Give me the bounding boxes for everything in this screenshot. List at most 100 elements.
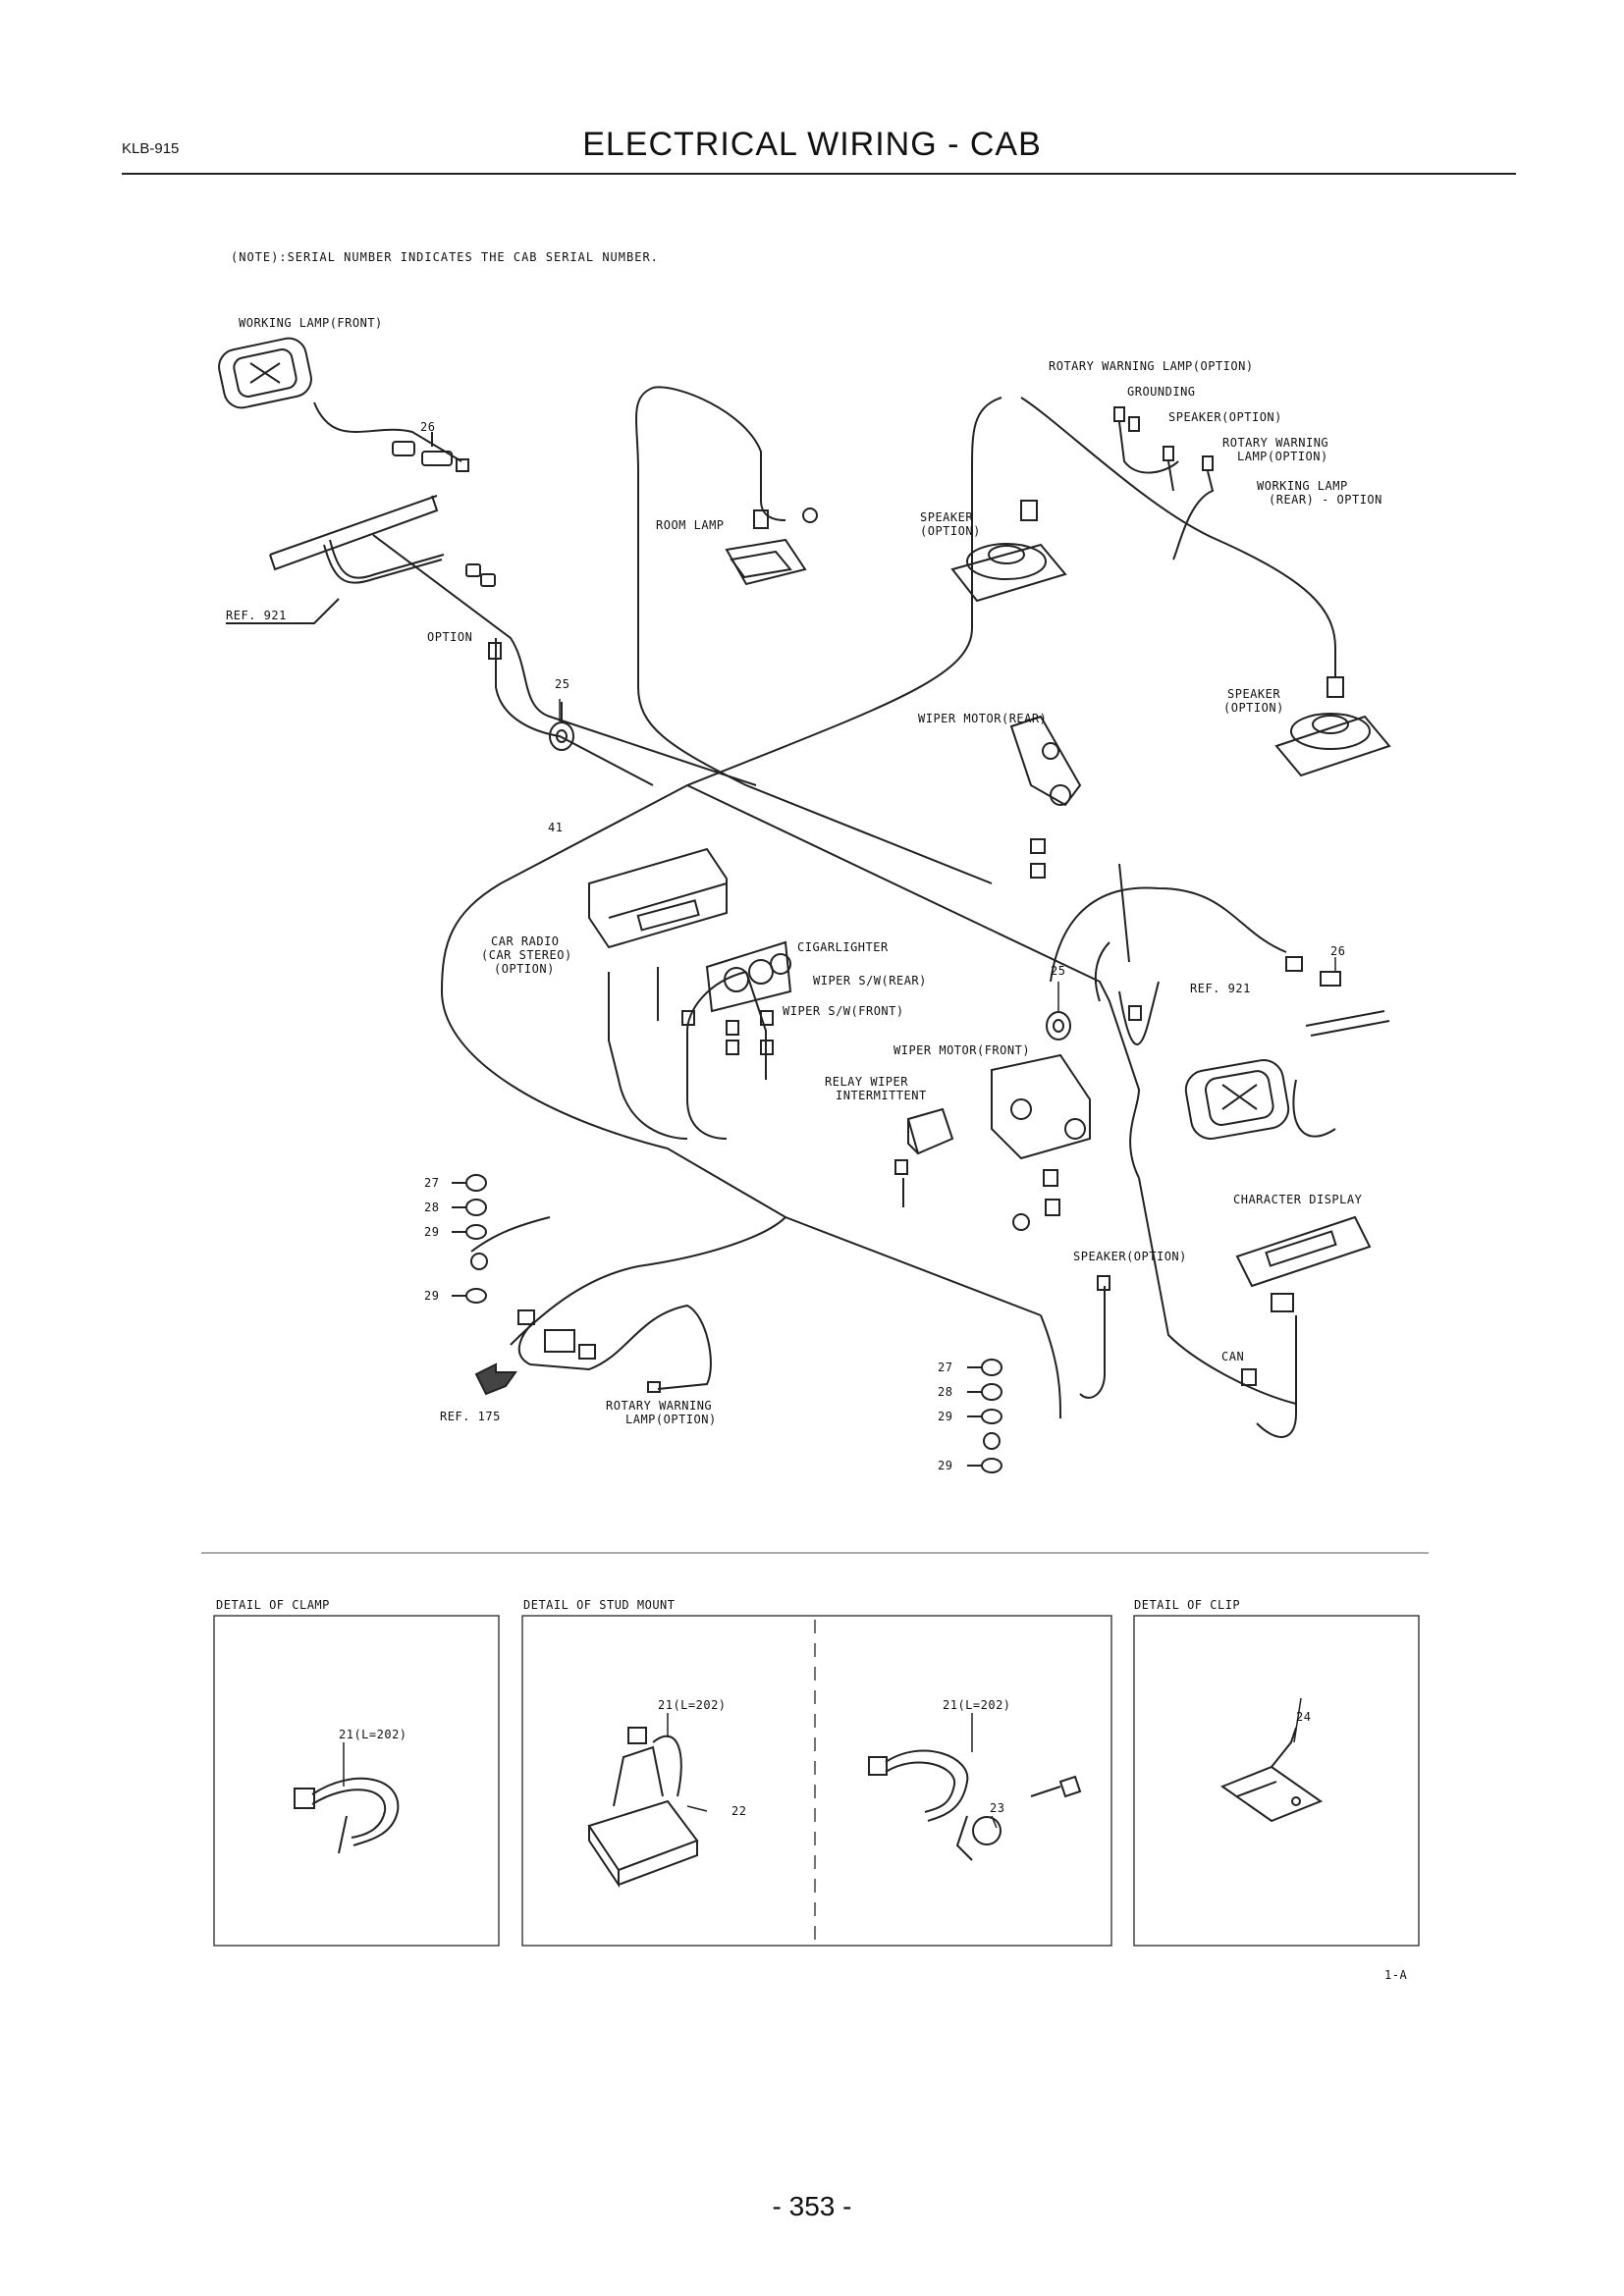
label-speaker-mid-line2: (OPTION) bbox=[920, 524, 981, 538]
label-rotary-warning-bottom-line2: LAMP(OPTION) bbox=[625, 1413, 717, 1426]
part-number-29-right-a: 29 bbox=[938, 1410, 953, 1423]
car-radio-wires bbox=[608, 972, 688, 1140]
wiper-switch-wires bbox=[686, 971, 747, 1140]
room-lamp-icon bbox=[725, 507, 818, 586]
working-lamp-front-icon bbox=[218, 337, 312, 409]
detail-stud-mount-part-23: 23 bbox=[990, 1801, 1005, 1815]
serial-note: (NOTE):SERIAL NUMBER INDICATES THE CAB S… bbox=[231, 250, 659, 264]
detail-clamp-part: 21(L=202) bbox=[339, 1728, 407, 1741]
switch-bracket-icon bbox=[681, 940, 792, 1055]
figure-ref: 1-A bbox=[1384, 1968, 1408, 1982]
right-harness bbox=[1020, 397, 1336, 677]
detail-clip-title: DETAIL OF CLIP bbox=[1134, 1598, 1241, 1612]
harness-right-lamp bbox=[1050, 886, 1287, 983]
car-radio-icon bbox=[588, 847, 728, 949]
model-code: KLB-915 bbox=[122, 140, 180, 157]
detail-clip-part: 24 bbox=[1296, 1710, 1312, 1724]
label-relay-wiper-line2: INTERMITTENT bbox=[836, 1089, 927, 1102]
harness-to-can bbox=[1256, 1315, 1297, 1438]
label-ref-921-left: REF. 921 bbox=[226, 609, 287, 622]
part-number-29-left-b: 29 bbox=[424, 1289, 440, 1303]
wiper-switch-wires-2 bbox=[745, 971, 767, 1080]
part-number-29-right-b: 29 bbox=[938, 1459, 953, 1472]
grommet-25-right-icon bbox=[1046, 1005, 1142, 1041]
label-can: CAN bbox=[1221, 1350, 1245, 1363]
label-working-lamp-rear-line1: WORKING LAMP bbox=[1257, 479, 1348, 493]
main-harness-2 bbox=[440, 397, 1042, 1316]
label-ref-921-right: REF. 921 bbox=[1190, 982, 1251, 995]
harness-bottom bbox=[1040, 1314, 1061, 1419]
part-number-25-right: 25 bbox=[1051, 964, 1066, 978]
label-rotary-warning-line2: LAMP(OPTION) bbox=[1237, 450, 1328, 463]
corrugated-tube-left bbox=[226, 495, 496, 624]
label-speaker-mid-line1: SPEAKER bbox=[920, 510, 974, 524]
detail-stud-mount-part-22: 22 bbox=[731, 1804, 747, 1818]
label-rotary-warning-line1: ROTARY WARNING bbox=[1222, 436, 1329, 450]
label-speaker-right-line2: (OPTION) bbox=[1223, 701, 1284, 715]
part-number-27-left: 27 bbox=[424, 1176, 440, 1190]
label-rotary-warning-lamp-top: ROTARY WARNING LAMP(OPTION) bbox=[1049, 359, 1254, 373]
label-relay-wiper-line1: RELAY WIPER bbox=[825, 1075, 908, 1089]
harness-right-mid bbox=[1118, 863, 1130, 963]
page-number: - 353 - bbox=[772, 2191, 852, 2221]
label-car-radio-line3: (OPTION) bbox=[494, 962, 555, 976]
part-number-26-right: 26 bbox=[1330, 944, 1346, 958]
detail-clamp-title: DETAIL OF CLAMP bbox=[216, 1598, 330, 1612]
label-working-lamp-front: WORKING LAMP(FRONT) bbox=[239, 316, 383, 330]
harness-lower bbox=[1138, 1177, 1297, 1405]
label-character-display: CHARACTER DISPLAY bbox=[1233, 1193, 1363, 1206]
detail-clamp-box bbox=[213, 1615, 500, 1947]
detail-clip-box bbox=[1133, 1615, 1420, 1947]
label-working-lamp-rear-line2: (REAR) - OPTION bbox=[1269, 493, 1382, 507]
part-number-25-left: 25 bbox=[555, 677, 570, 691]
harness-right-mid-2 bbox=[1094, 941, 1110, 1002]
lower-left-subharness-icon bbox=[474, 1304, 712, 1396]
label-car-radio-line2: (CAR STEREO) bbox=[481, 948, 572, 962]
harness-middle bbox=[686, 784, 1141, 1179]
hardware-stack-right-icon bbox=[967, 1359, 1002, 1473]
harness-left-lower-2 bbox=[470, 1216, 551, 1253]
wiper-motor-rear-icon bbox=[1009, 715, 1082, 879]
part-number-28-right: 28 bbox=[938, 1385, 953, 1399]
part-number-41: 41 bbox=[548, 821, 564, 834]
harness-right-lamp-3 bbox=[1292, 1079, 1336, 1138]
part-number-27-right: 27 bbox=[938, 1361, 953, 1374]
label-wiper-motor-front: WIPER MOTOR(FRONT) bbox=[893, 1043, 1031, 1057]
label-speaker-option-top: SPEAKER(OPTION) bbox=[1168, 410, 1282, 424]
label-cigarlighter: CIGARLIGHTER bbox=[797, 940, 889, 954]
clip-drawing-icon bbox=[1219, 1727, 1324, 1823]
speaker-mid-icon bbox=[950, 500, 1067, 603]
label-speaker-option-bottom: SPEAKER(OPTION) bbox=[1073, 1250, 1187, 1263]
detail-stud-mount-title: DETAIL OF STUD MOUNT bbox=[523, 1598, 676, 1612]
label-wiper-motor-rear: WIPER MOTOR(REAR) bbox=[918, 712, 1048, 725]
room-lamp-wire bbox=[652, 386, 786, 521]
label-car-radio-line1: CAR RADIO bbox=[491, 934, 560, 948]
part-number-28-left: 28 bbox=[424, 1201, 440, 1214]
page-title: ELECTRICAL WIRING - CAB bbox=[582, 126, 1042, 163]
label-speaker-right-line1: SPEAKER bbox=[1227, 687, 1281, 701]
label-wiper-sw-front: WIPER S/W(FRONT) bbox=[783, 1004, 904, 1018]
relay-wiper-icon bbox=[894, 1107, 954, 1175]
label-room-lamp: ROOM LAMP bbox=[656, 518, 725, 532]
main-harness bbox=[635, 387, 993, 884]
connector-26-icon bbox=[392, 432, 469, 472]
label-option: OPTION bbox=[427, 630, 473, 644]
header-rule bbox=[122, 173, 1516, 175]
part-number-29-left-a: 29 bbox=[424, 1225, 440, 1239]
clamp-drawing-icon bbox=[294, 1777, 400, 1854]
harness-speaker-bottom bbox=[1079, 1286, 1106, 1399]
speaker-right-icon bbox=[1274, 676, 1391, 777]
harness-option bbox=[495, 638, 654, 786]
working-lamp-right-icon bbox=[1184, 956, 1390, 1140]
detail-stud-mount-part-left: 21(L=202) bbox=[658, 1698, 727, 1712]
label-rotary-warning-bottom-line1: ROTARY WARNING bbox=[606, 1399, 713, 1413]
wiper-motor-front-icon bbox=[991, 1053, 1091, 1231]
grommet-25-left-icon bbox=[549, 702, 574, 751]
character-display-icon bbox=[1235, 1215, 1372, 1312]
label-wiper-sw-rear: WIPER S/W(REAR) bbox=[813, 974, 927, 988]
label-grounding: GROUNDING bbox=[1127, 385, 1196, 399]
option-connector-icon bbox=[488, 642, 502, 660]
connectors-top-right-icon bbox=[1113, 406, 1215, 561]
stud-mount-right-drawing-icon bbox=[868, 1749, 1082, 1861]
